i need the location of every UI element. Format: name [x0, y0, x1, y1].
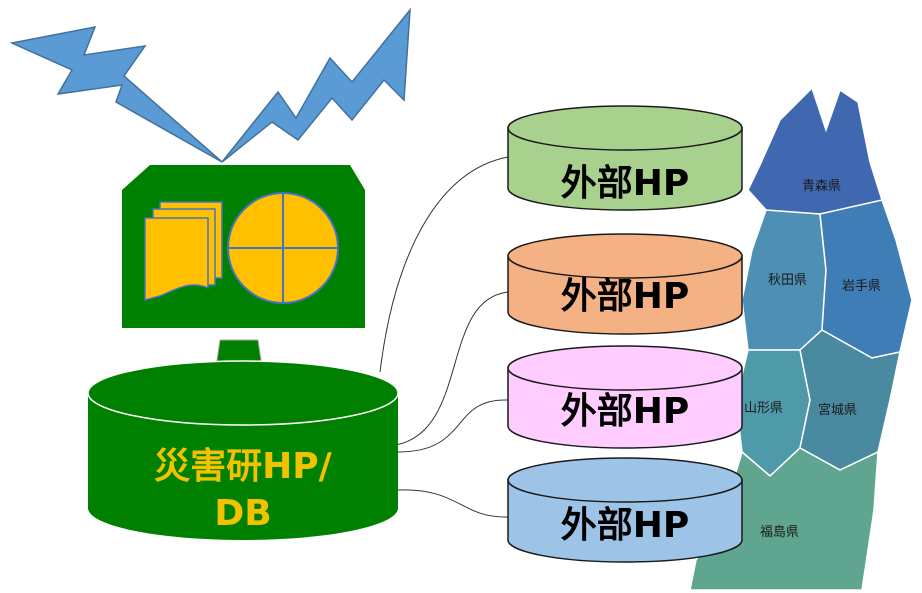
main-db-top	[87, 360, 399, 426]
connector-line-4	[397, 489, 509, 518]
external-site-1: 外部HP	[507, 105, 743, 211]
map-region-miyagi	[799, 329, 901, 471]
pref-label-miyagi: 宮城県	[818, 402, 857, 418]
main-db-cylinder: 災害研HP/ DB	[87, 360, 399, 540]
monitor-screen-bottom	[122, 300, 365, 328]
lightning-bolt-right-icon	[221, 7, 411, 163]
connector-line-3	[397, 399, 509, 453]
connector-line-2	[395, 291, 509, 446]
map-region-aomori	[747, 86, 883, 216]
external-site-2: 外部HP	[507, 233, 743, 335]
pref-label-aomori: 青森県	[802, 179, 841, 194]
lightning-bolt-left-icon	[9, 26, 223, 163]
external-site-label: 外部HP	[561, 163, 690, 204]
pref-label-yamagata: 山形県	[744, 401, 783, 416]
server-monitor	[122, 165, 365, 395]
main-db-label-line2: DB	[214, 493, 271, 534]
pie-chart-icon	[227, 192, 339, 304]
external-site-label: 外部HP	[561, 276, 690, 317]
main-db-label-line1: 災害研HP/	[154, 446, 333, 487]
pref-label-akita: 秋田県	[768, 273, 807, 288]
documents-stack-icon	[144, 201, 223, 301]
external-site-label: 外部HP	[561, 505, 690, 546]
connector-line-1	[379, 156, 509, 373]
connector-lines	[379, 156, 509, 518]
main-db-body	[88, 393, 398, 540]
pref-label-fukushima: 福島県	[760, 525, 799, 540]
external-site-3: 外部HP	[507, 345, 743, 449]
external-site-4: 外部HP	[507, 457, 743, 563]
pref-label-iwate: 岩手県	[842, 279, 881, 294]
external-site-label: 外部HP	[561, 391, 690, 432]
